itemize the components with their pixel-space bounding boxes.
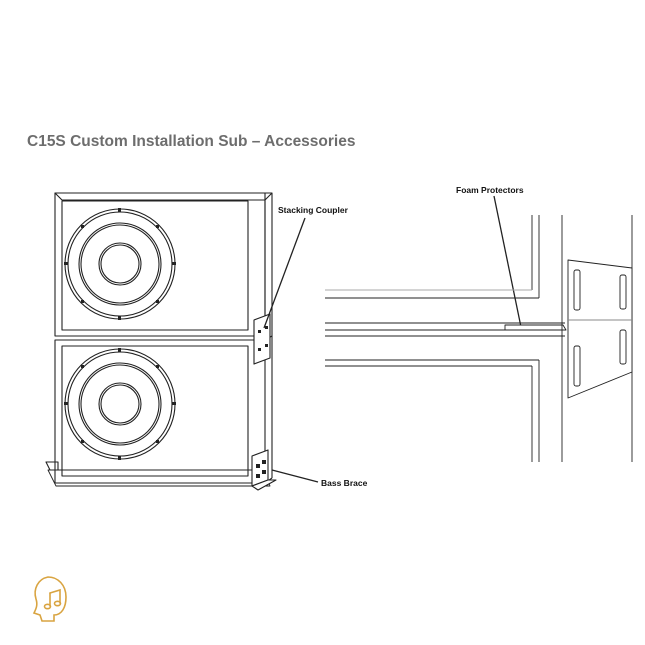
foam-protectors-leader — [493, 195, 522, 328]
installation-detail-illustration — [325, 215, 633, 462]
page-title: C15S Custom Installation Sub – Accessori… — [27, 133, 356, 150]
music-note-head-logo — [32, 576, 67, 622]
bass-brace-label: Bass Brace — [321, 478, 368, 488]
stacking-coupler-leader — [263, 217, 306, 329]
lower-speaker-driver-icon — [64, 348, 176, 460]
upper-cabinet — [54, 192, 273, 337]
lower-cabinet — [54, 335, 273, 484]
stacked-subwoofer-illustration — [45, 192, 277, 491]
bass-brace-bracket — [251, 449, 277, 491]
upper-speaker-driver-icon — [64, 208, 176, 320]
stacking-coupler-bracket — [253, 313, 271, 365]
foam-protectors-label: Foam Protectors — [456, 185, 524, 195]
bass-brace-leader — [271, 469, 319, 483]
stacking-coupler-label: Stacking Coupler — [278, 205, 348, 215]
